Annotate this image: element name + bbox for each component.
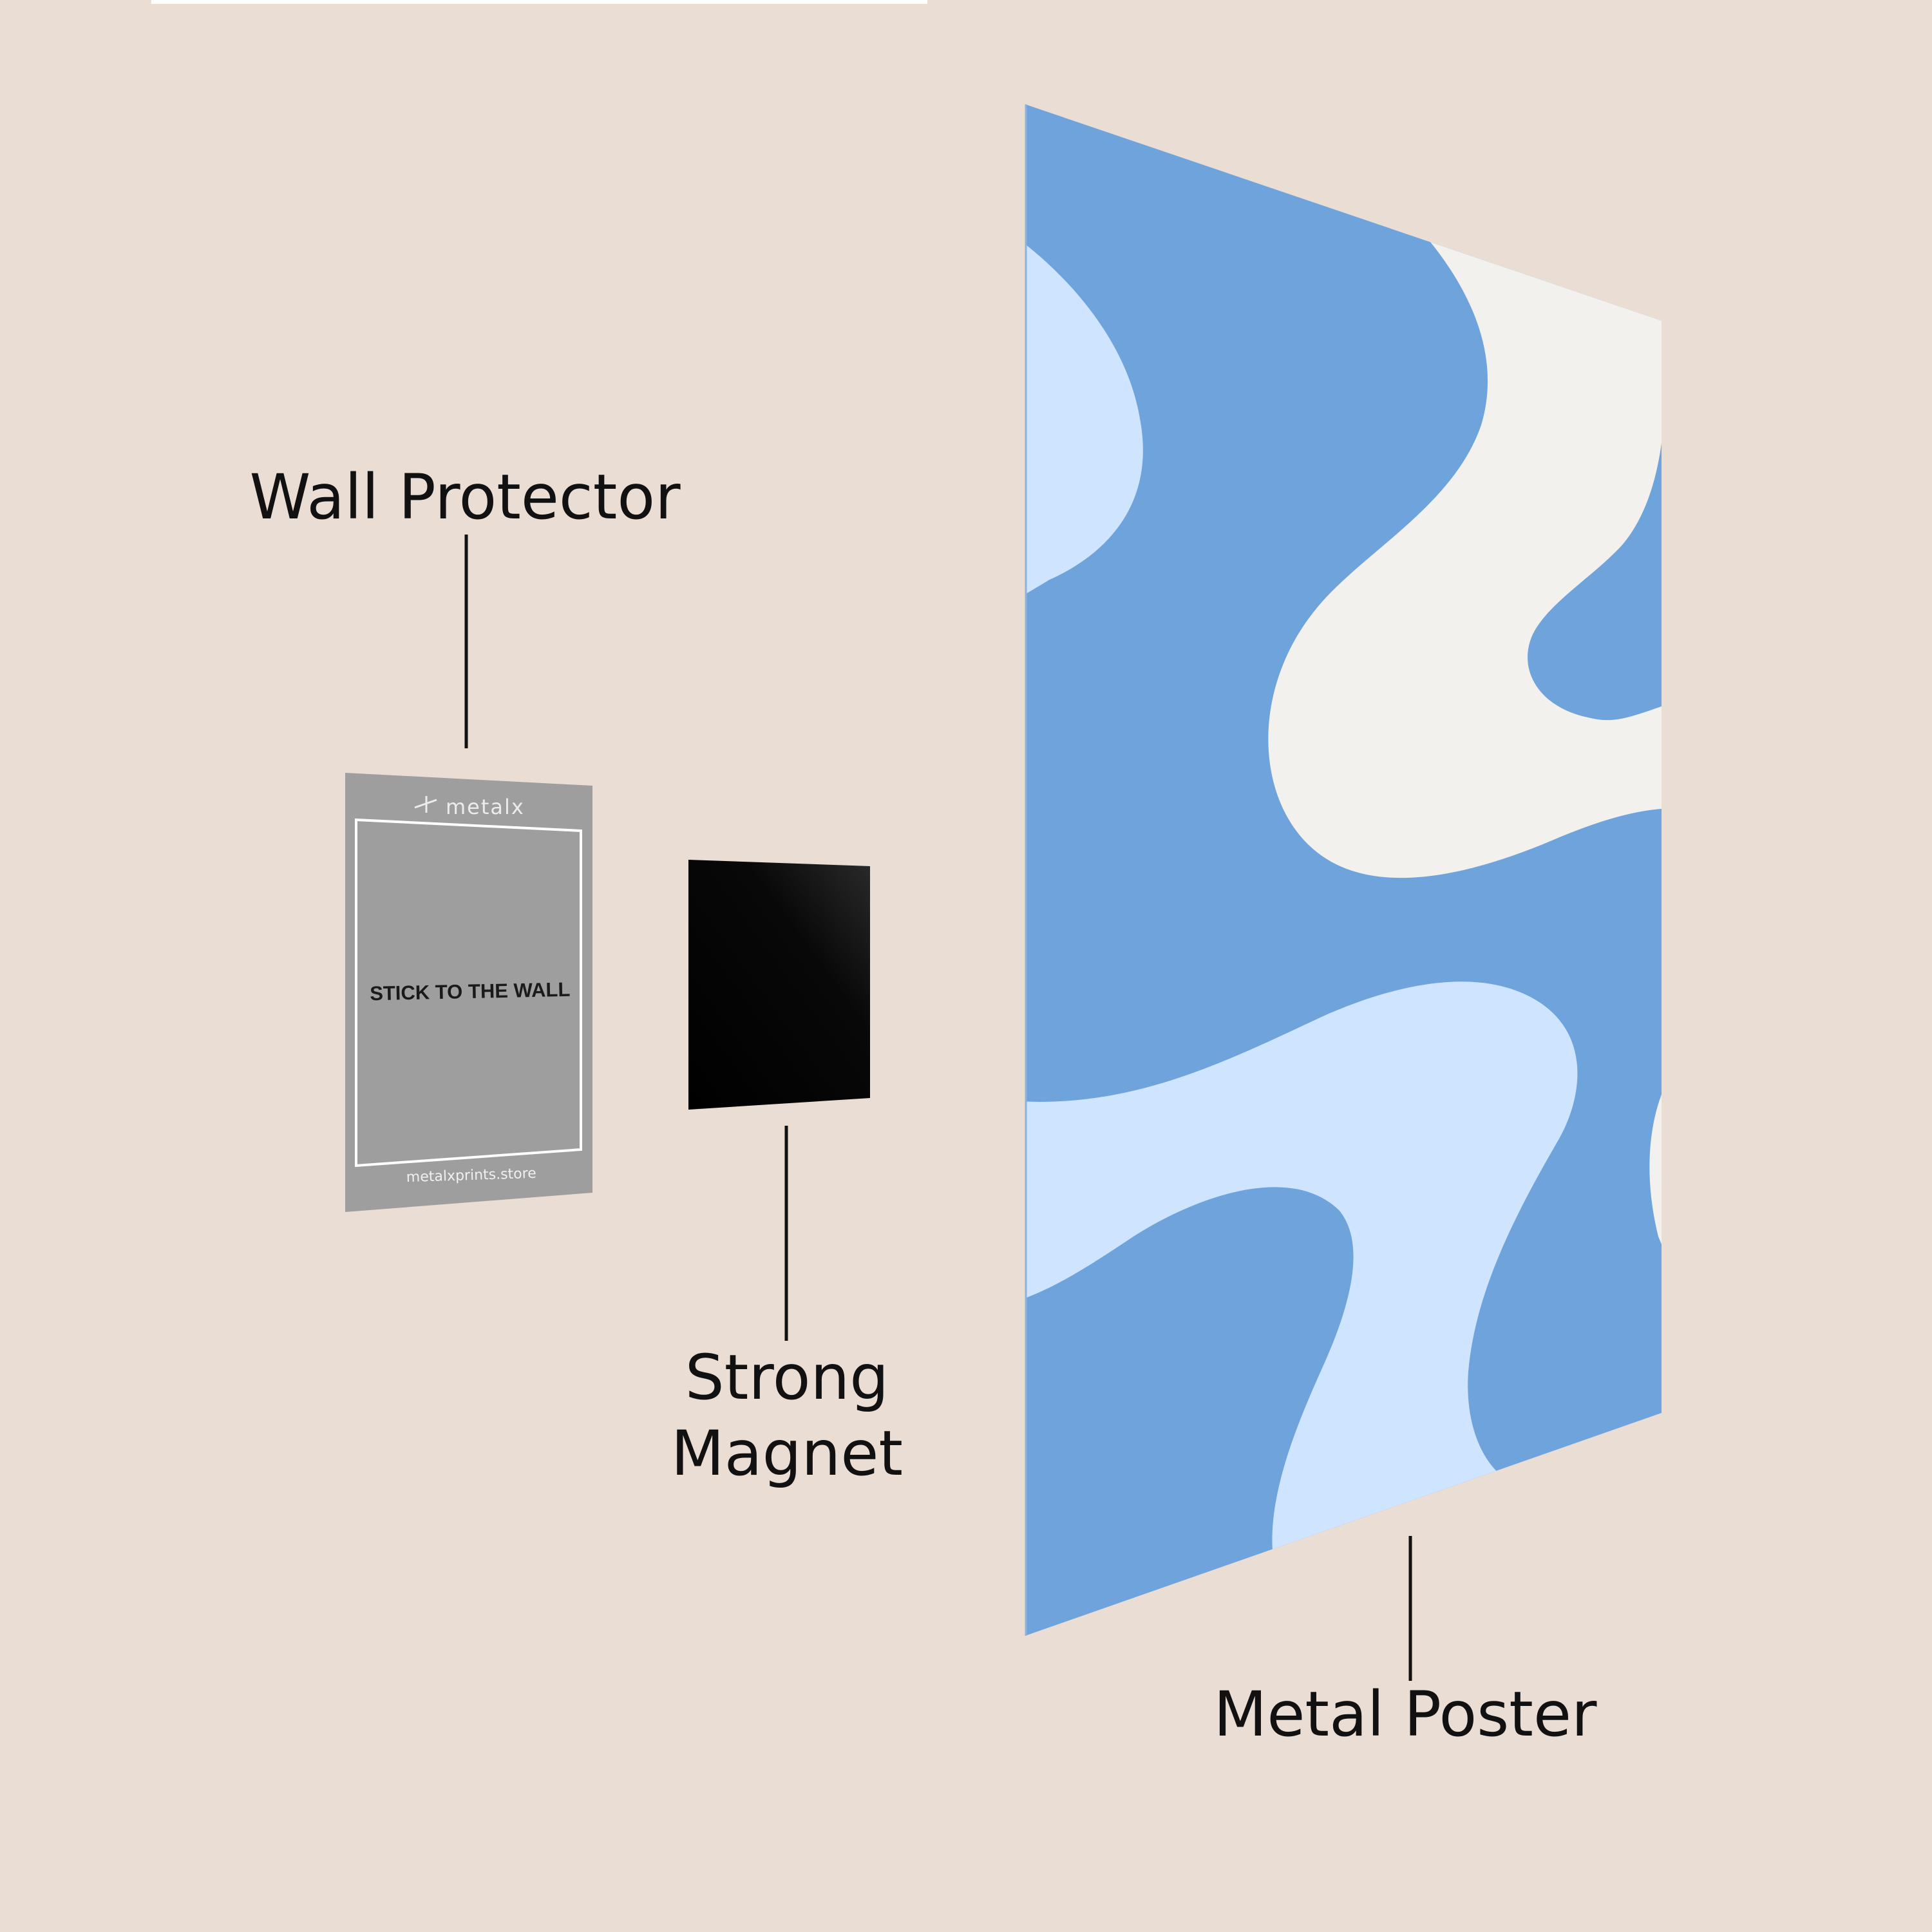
poster-light-wave-lower <box>1025 981 1578 1571</box>
stick-to-wall-text: STICK TO THE WALL <box>370 978 571 1005</box>
metal-poster <box>1025 104 1662 1636</box>
wall-protector-label: Wall Protector <box>249 461 681 533</box>
poster-white-wave <box>1268 240 1662 878</box>
strong-magnet <box>688 860 870 1110</box>
metalx-logo-icon <box>414 796 437 813</box>
wall-protector-frame <box>355 818 582 1168</box>
metalx-logo-text: metalx <box>446 795 525 819</box>
metal-poster-label: Metal Poster <box>1214 1678 1597 1750</box>
poster-white-wave-lower <box>1649 1069 1662 1275</box>
poster-light-wave-upper <box>1025 238 1143 599</box>
top-white-strip <box>151 0 927 4</box>
wall-protector-panel <box>345 773 592 1212</box>
strong-magnet-label-line1: Strong <box>685 1341 889 1414</box>
wall-protector: metalx STICK TO THE WALL metalxprints.st… <box>345 773 592 1212</box>
strong-magnet-label-line2: Magnet <box>671 1417 903 1490</box>
